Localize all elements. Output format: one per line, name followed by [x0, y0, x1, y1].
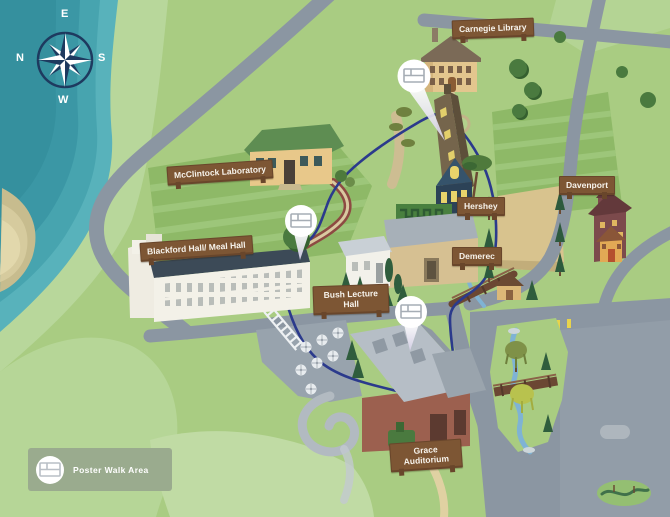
poster-board-icon	[400, 304, 422, 319]
poster-walk-marker-3[interactable]	[391, 294, 433, 356]
sign-label: Carnegie Library	[458, 21, 527, 35]
sign-carnegie-library: Carnegie Library	[451, 17, 534, 40]
parking-marker	[567, 319, 571, 328]
brick-path	[302, 178, 352, 249]
sign-label: Demerec	[459, 251, 495, 261]
sign-demerec: Demerec	[452, 247, 502, 271]
poster-board-icon	[403, 68, 425, 83]
sign-label: Davenport	[566, 180, 609, 190]
legend-icon-circle	[36, 455, 64, 484]
compass-letter-e: E	[61, 8, 69, 20]
legend-poster-walk-area: Poster Walk Area	[28, 448, 172, 491]
compass-letter-n: N	[16, 52, 24, 64]
sign-label: McClintock Laboratory	[173, 163, 267, 181]
pond	[597, 480, 651, 506]
sign-grace-auditorium: Grace Auditorium	[389, 438, 463, 473]
legend-label: Poster Walk Area	[73, 464, 149, 475]
sand-field	[494, 186, 564, 270]
sign-label: Grace Auditorium	[403, 444, 450, 467]
sign-label: Hershey	[464, 201, 498, 211]
building-demerec	[384, 204, 478, 288]
sign-label: Blackford Hall/ Meal Hall	[146, 239, 246, 257]
compass-rose	[36, 31, 94, 89]
poster-board-icon	[39, 461, 61, 477]
patio-terrace	[256, 320, 362, 504]
hut	[494, 272, 538, 300]
sign-label: Bush Lecture Hall	[323, 288, 379, 310]
sign-hershey: Hershey	[457, 197, 505, 221]
building-grace-auditorium	[350, 322, 488, 452]
sign-bush-lecture-hall: Bush Lecture Hall	[312, 283, 390, 316]
compass-letter-s: S	[98, 52, 106, 64]
sign-davenport: Davenport	[559, 176, 616, 200]
poster-board-icon	[290, 213, 312, 228]
beach	[0, 188, 36, 292]
building-bush-lecture-hall	[338, 236, 392, 290]
compass-letter-w: W	[58, 94, 69, 106]
poster-walk-marker-1[interactable]	[393, 57, 451, 147]
poster-walk-marker-2[interactable]	[281, 203, 323, 265]
stairway	[263, 305, 304, 351]
stream-island	[490, 318, 568, 455]
patio-umbrellas	[295, 327, 344, 395]
